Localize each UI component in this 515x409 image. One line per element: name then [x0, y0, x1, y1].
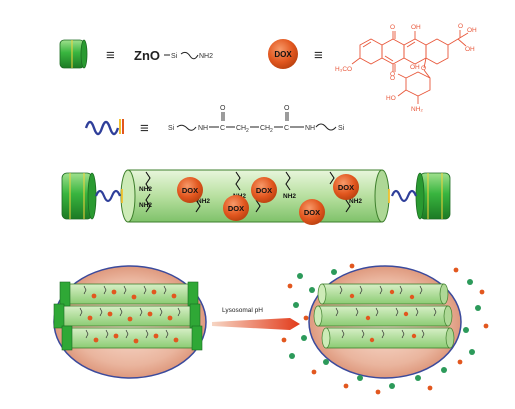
- linker-c2: C: [284, 125, 289, 132]
- linker-ch2-a: CH: [236, 125, 246, 132]
- linker-si-right: Si: [338, 125, 345, 132]
- amine-label: NH2: [139, 202, 152, 209]
- zno-cap-left: [61, 172, 97, 220]
- linker-right: [390, 189, 418, 203]
- dox-ball-label: DOX: [256, 186, 272, 195]
- dox-legend-ball: DOX: [268, 39, 298, 69]
- legend-linker-row: ≡ Si NH C O CH 2 CH 2 C O NH Si: [84, 105, 345, 137]
- linker-nh-left: NH: [198, 125, 208, 132]
- linker-bond-7: [315, 123, 337, 131]
- amine-label: NH2: [197, 198, 210, 205]
- dox-o-bottom: O: [390, 75, 395, 82]
- zno-label: ZnO: [134, 48, 160, 63]
- equiv-symbol-1: ≡: [106, 47, 115, 64]
- dox-o-top-left: O: [390, 24, 395, 31]
- dox-ball-label: DOX: [338, 183, 354, 192]
- zno-si-label: Si: [171, 53, 178, 60]
- dox-oh-ring: OH: [465, 46, 475, 53]
- dox-glycoside-o: O: [421, 65, 426, 72]
- released-drug-particles: [281, 263, 489, 395]
- zno-chain-line: [180, 51, 199, 60]
- dox-ball: DOX: [251, 177, 277, 203]
- dox-methoxy: H₃CO: [335, 66, 352, 73]
- dox-ball: DOX: [177, 177, 203, 203]
- linker-c1: C: [220, 125, 225, 132]
- dox-ball: DOX: [299, 199, 325, 225]
- dox-oh-chain: OH: [467, 27, 477, 34]
- linker-o-1: O: [220, 105, 226, 112]
- dox-sugar-nh2: NH₂: [411, 106, 423, 113]
- linker-nh-right: NH: [305, 125, 315, 132]
- amine-chains: [145, 171, 351, 213]
- dox-oh-top-center: OH: [411, 24, 421, 31]
- equiv-symbol-2: ≡: [314, 47, 323, 64]
- dox-o-ketone: O: [458, 23, 463, 30]
- dox-ball-label: DOX: [304, 208, 320, 217]
- zno-cap-right: [415, 172, 451, 220]
- cell-before-release: [53, 265, 207, 379]
- stacked-tubes-right: [313, 283, 455, 349]
- linker-o-2: O: [284, 105, 290, 112]
- dox-legend-label: DOX: [274, 50, 292, 59]
- dox-sugar-o: O: [390, 71, 395, 78]
- amine-label: NH2: [139, 186, 152, 193]
- dox-structure-labels: O OH O OH OH O OH H₃CO O O HO NH₂: [335, 23, 477, 113]
- doxorubicin-structure: [351, 30, 469, 104]
- linker-ch2-b: CH: [260, 125, 270, 132]
- capped-nanotube-assembly: NH2 NH2 NH2 NH2 NH2 NH2 DOX DOX DOX DOX …: [61, 169, 451, 225]
- lysosomal-ph-label: Lysosomal pH: [222, 307, 263, 314]
- dox-oh-mid: OH: [410, 64, 420, 71]
- dox-ball: DOX: [333, 174, 359, 200]
- dox-ball: DOX: [223, 195, 249, 221]
- equiv-symbol-3: ≡: [140, 120, 149, 137]
- linker-bond-1: [176, 124, 197, 131]
- linker-ch2-b-sub: 2: [270, 128, 273, 134]
- linker-left: [94, 189, 122, 203]
- dox-sugar-ho: HO: [386, 95, 396, 102]
- cell-after-release: [281, 263, 489, 395]
- release-arrow: Lysosomal pH: [212, 307, 300, 330]
- amine-label: NH2: [349, 198, 362, 205]
- dox-ball-label: DOX: [228, 204, 244, 213]
- zno-cap-icon: [59, 39, 88, 69]
- dox-ball-label: DOX: [182, 186, 198, 195]
- stacked-tubes-left: [53, 281, 203, 351]
- linker-ch2-a-sub: 2: [246, 128, 249, 134]
- linker-si-left: Si: [168, 125, 175, 132]
- linker-squiggle-icon: [84, 120, 120, 136]
- legend-zno-row: ≡ ZnO Si NH2 DOX ≡: [59, 39, 323, 69]
- zno-nh2-label: NH2: [199, 53, 213, 60]
- amine-label: NH2: [283, 193, 296, 200]
